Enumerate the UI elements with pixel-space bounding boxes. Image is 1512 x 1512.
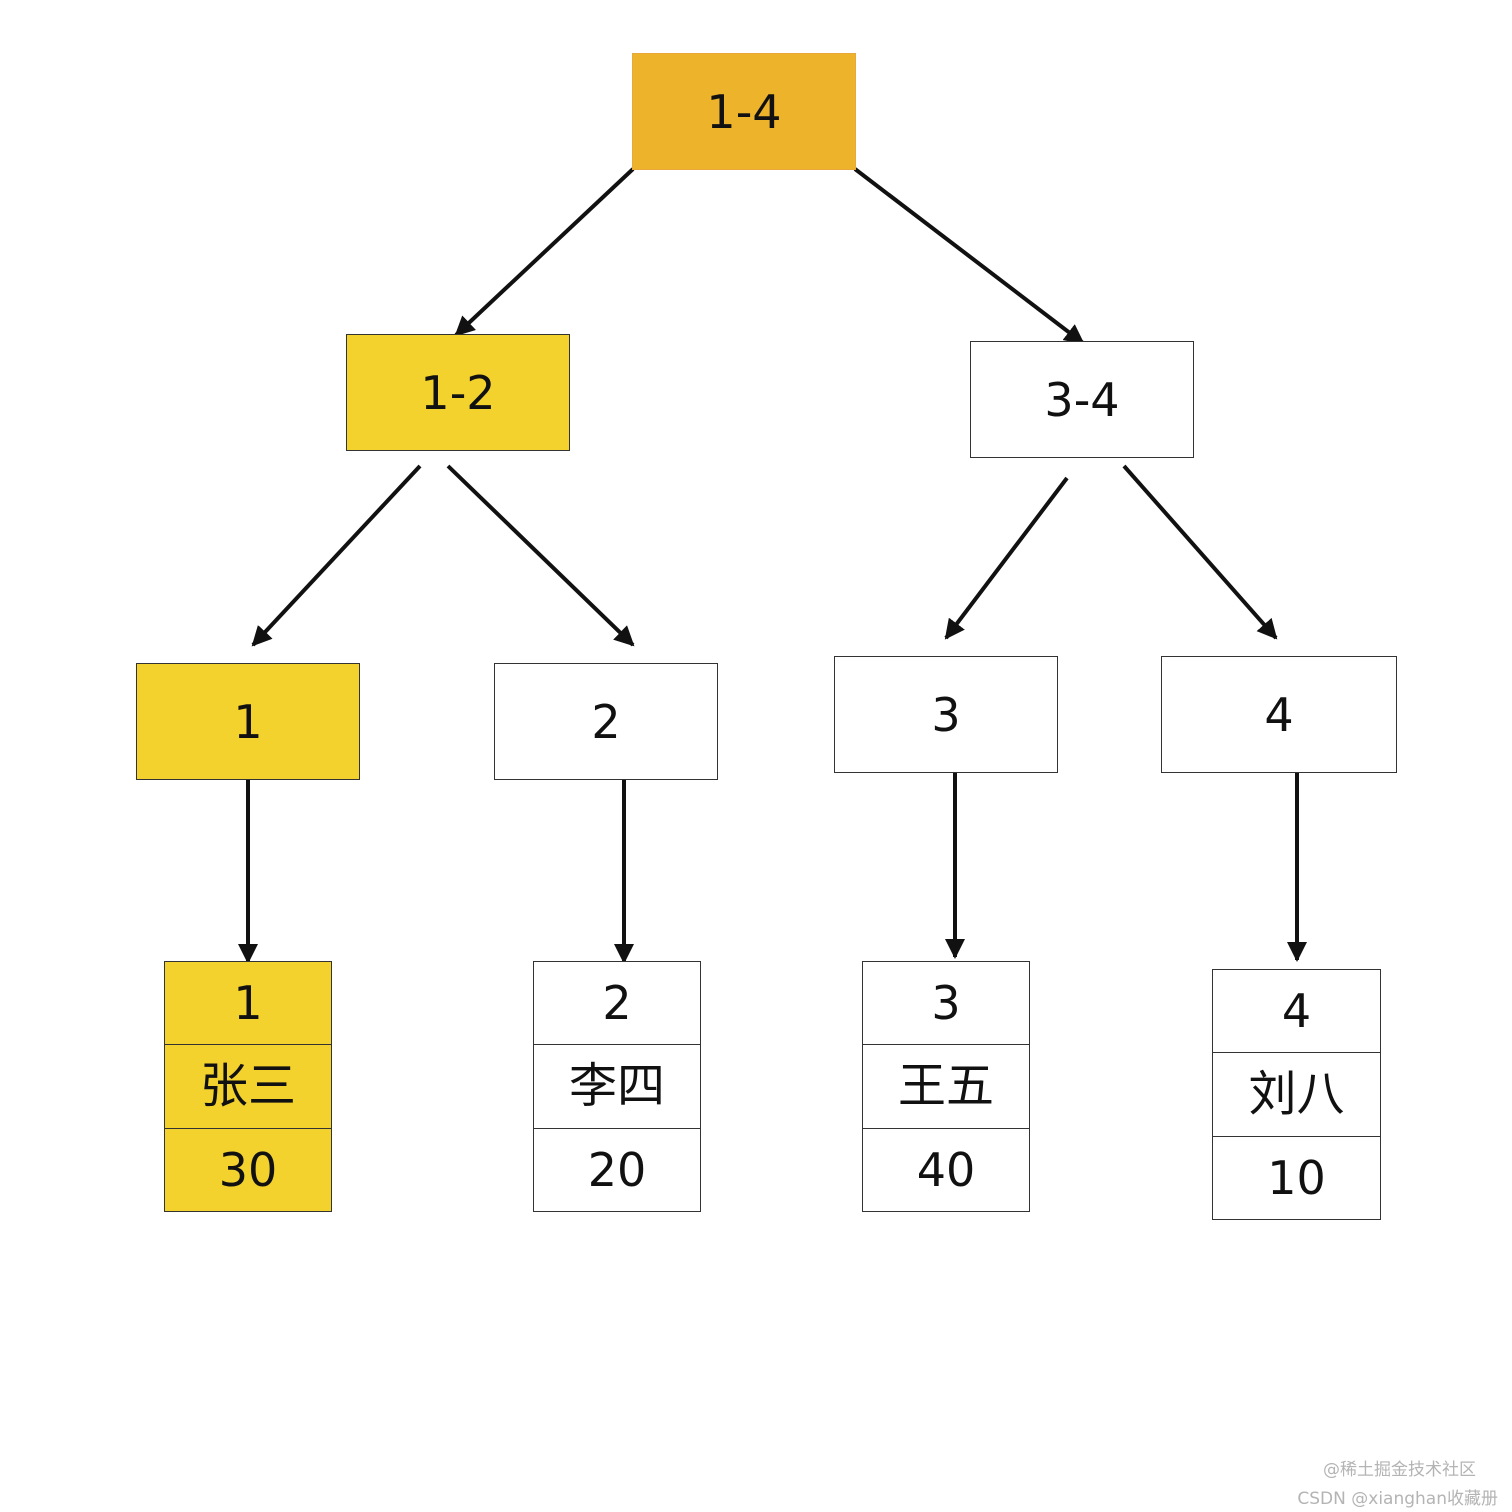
record-2-value: 20: [534, 1127, 700, 1211]
edge-right-inner-to-leaf-4: [1122, 464, 1278, 640]
inner-node-right: 3-4: [970, 341, 1194, 458]
edge-left-inner-to-leaf-2: [446, 464, 635, 647]
record-4-value: 10: [1213, 1135, 1380, 1219]
record-2-id: 2: [602, 976, 632, 1031]
record-4-name: 刘八: [1213, 1052, 1380, 1135]
record-2: 2 李四 20: [533, 961, 701, 1212]
watermark-csdn: CSDN @xianghan收藏册: [1297, 1489, 1498, 1509]
record-3-name: 王五: [863, 1044, 1029, 1127]
record-3: 3 王五 40: [862, 961, 1030, 1212]
leaf-node-4: 4: [1161, 656, 1397, 773]
record-3-id: 3: [931, 976, 961, 1031]
leaf-node-4-label: 4: [1264, 687, 1294, 742]
record-2-name: 李四: [534, 1044, 700, 1127]
record-1: 1 张三 30: [164, 961, 332, 1212]
leaf-node-2-label: 2: [591, 694, 621, 749]
root-node-label: 1-4: [706, 84, 782, 139]
inner-node-left-label: 1-2: [420, 365, 496, 420]
record-1-name: 张三: [165, 1044, 331, 1127]
inner-node-right-label: 3-4: [1044, 372, 1120, 427]
leaf-node-3: 3: [834, 656, 1058, 773]
edge-right-inner-to-leaf-3: [944, 476, 1069, 640]
leaf-node-3-label: 3: [931, 687, 961, 742]
record-1-value: 30: [165, 1127, 331, 1211]
edge-root-to-left-inner: [454, 167, 635, 337]
leaf-node-1-label: 1: [233, 694, 263, 749]
edge-root-to-right-inner: [853, 167, 1085, 345]
edge-left-inner-to-leaf-1: [251, 464, 422, 647]
record-4-id: 4: [1281, 984, 1312, 1039]
leaf-node-1: 1: [136, 663, 360, 780]
record-3-value: 40: [863, 1127, 1029, 1211]
root-node: 1-4: [632, 53, 856, 170]
inner-node-left: 1-2: [346, 334, 570, 451]
record-4: 4 刘八 10: [1212, 969, 1381, 1220]
record-1-id: 1: [233, 976, 263, 1031]
watermark-juejin: @稀土掘金技术社区: [1323, 1460, 1476, 1480]
leaf-node-2: 2: [494, 663, 718, 780]
